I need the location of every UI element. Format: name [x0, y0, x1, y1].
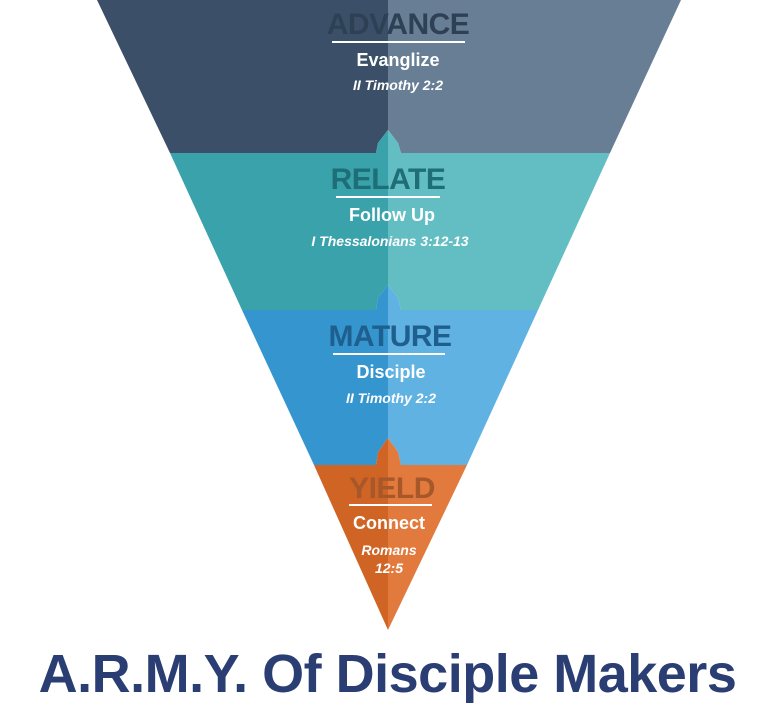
tier-advance-reference: II Timothy 2:2: [353, 77, 443, 93]
tier-relate-subtitle: Follow Up: [349, 205, 435, 225]
page-title: A.R.M.Y. Of Disciple Makers: [38, 644, 737, 704]
tier-advance-subtitle: Evanglize: [356, 50, 439, 70]
tier-advance-left-band: [97, 0, 388, 153]
tier-yield-title: YIELD: [349, 472, 435, 505]
tier-yield: YIELD Connect Romans 12:5: [314, 438, 467, 630]
funnel-diagram: ADVANCE Evanglize II Timothy 2:2 RELATE …: [97, 0, 681, 630]
tier-mature-left-band: [242, 285, 388, 465]
tier-advance-right-band: [388, 0, 681, 153]
tier-mature: MATURE Disciple II Timothy 2:2: [242, 285, 538, 465]
tier-yield-subtitle: Connect: [353, 513, 425, 533]
tier-mature-reference: II Timothy 2:2: [346, 390, 436, 406]
tier-yield-reference: Romans: [361, 542, 416, 558]
tier-relate-title: RELATE: [331, 163, 446, 196]
tier-yield-left-band: [314, 438, 388, 630]
tier-relate-reference: I Thessalonians 3:12-13: [311, 233, 468, 249]
tier-relate-right-band: [388, 130, 610, 310]
tier-yield-right-band: [388, 438, 467, 630]
tier-relate-left-band: [170, 130, 388, 310]
tier-mature-title: MATURE: [328, 320, 451, 353]
tier-mature-subtitle: Disciple: [356, 362, 425, 382]
tier-advance-title: ADVANCE: [327, 8, 470, 41]
tier-advance: ADVANCE Evanglize II Timothy 2:2: [97, 0, 681, 153]
tier-relate: RELATE Follow Up I Thessalonians 3:12-13: [170, 130, 610, 310]
tier-mature-right-band: [388, 285, 538, 465]
tier-yield-reference-line2: 12:5: [375, 560, 403, 576]
